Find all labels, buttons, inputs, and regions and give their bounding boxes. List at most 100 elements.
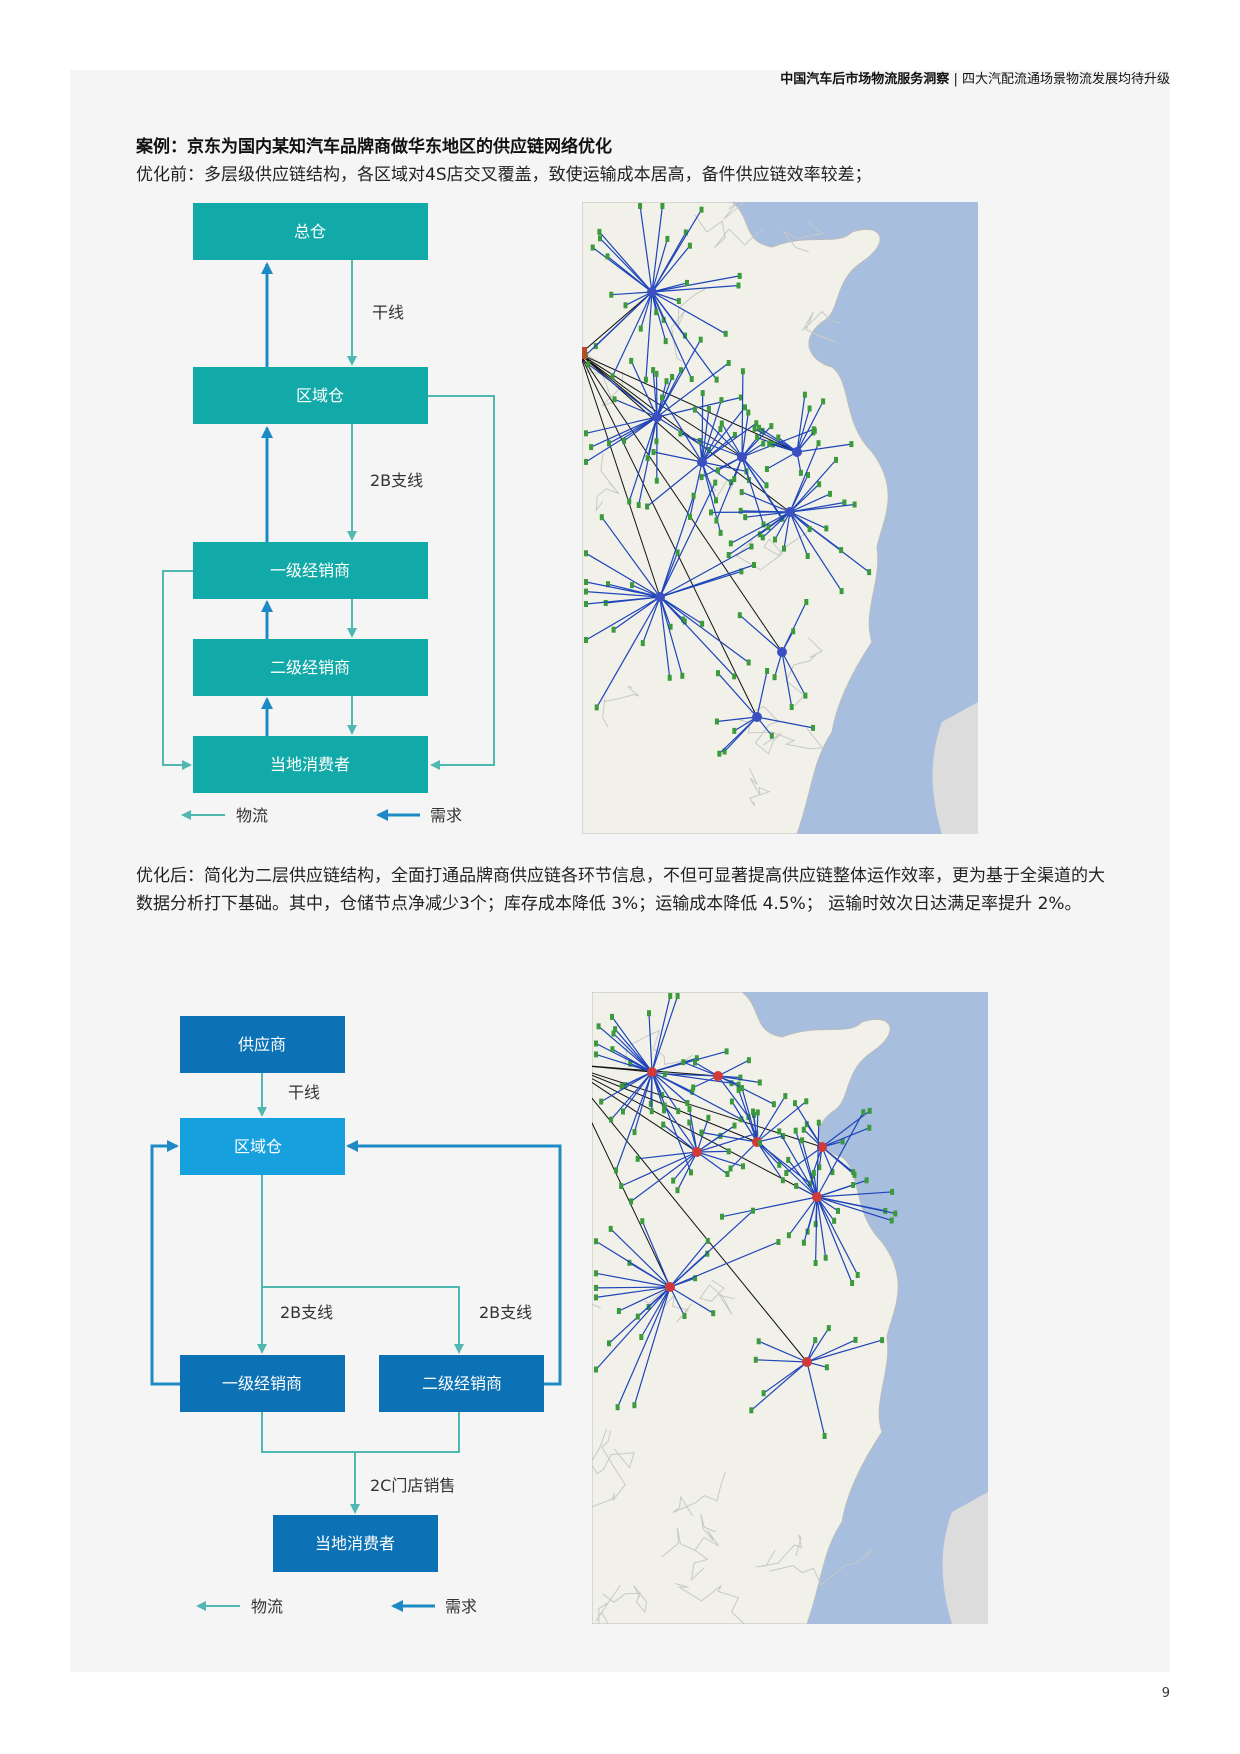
map-delivery-route [651,995,671,1073]
map-store-node [627,498,632,505]
map-store-node [616,1308,621,1314]
map-delivery-route [796,394,806,453]
map-delivery-route [664,1073,719,1077]
map-delivery-route [607,255,653,293]
map-delivery-route [651,1071,688,1104]
map-delivery-route [688,1108,698,1153]
map-store-node [594,1238,598,1245]
map-store-node [773,536,777,543]
map-store-node [623,302,628,309]
map-delivery-route [651,284,739,293]
map-delivery-route [701,1131,758,1143]
map-store-node [643,376,648,383]
map-store-node [755,434,760,441]
map-delivery-route [785,1146,823,1174]
map-store-node [732,673,737,680]
map-delivery-route [796,443,852,453]
map-delivery-route [648,1013,653,1073]
map-delivery-route [806,1339,856,1363]
arrow-demand-d2-region [346,1140,562,1386]
map-store-node [808,1180,812,1187]
map-delivery-route [806,1361,826,1437]
map-delivery-route [701,399,722,463]
map-store-node [664,378,669,385]
map-store-node [793,1100,797,1107]
map-delivery-route [789,442,820,513]
map-store-node [719,420,724,427]
map-delivery-route [821,1127,870,1148]
map-store-node [699,1129,704,1136]
map-store-node [596,1023,601,1030]
map-store-node [812,427,817,434]
section-title: 四大汽配流通场景物流发展均待升级 [961,72,1170,87]
map-factory-icon [582,347,587,359]
map-store-node [786,1156,791,1163]
map-store-node [823,1254,828,1261]
map-delivery-route [653,451,703,463]
report-title: 中国汽车后市场物流服务洞察 [780,72,950,87]
map-delivery-route [680,432,743,458]
node-supplier [180,1016,345,1073]
map-store-node [732,727,737,734]
map-delivery-route [741,412,749,458]
map-delivery-route [595,1286,671,1370]
map-delivery-route [789,511,842,551]
legend-demand-label: 需求 [430,806,462,825]
map-store-node [726,360,731,366]
map-store-node [813,1260,818,1266]
map-store-node [851,1169,856,1176]
map-delivery-route [651,291,726,335]
map-province-border [661,1527,709,1582]
map-delivery-route [816,1111,864,1198]
map-store-node [781,1133,786,1139]
map-store-node [890,1188,895,1195]
node-dealer-2 [193,639,428,696]
map-delivery-route [741,456,767,486]
map-delivery-route [787,1159,818,1198]
map-delivery-route [651,245,691,293]
map-delivery-route [669,1240,709,1288]
map-store-node [685,1100,690,1106]
map-store-node [645,455,650,462]
map-store-node [589,444,594,451]
map-delivery-route [716,716,758,723]
map-province-border [735,532,808,571]
map-store-node [654,438,659,445]
map-store-node [822,1433,827,1439]
map-store-node [648,1100,653,1107]
map-trunk-route [592,1078,818,1198]
map-store-node [753,1356,758,1363]
map-delivery-route [651,205,663,293]
map-delivery-route [610,1071,653,1120]
map-delivery-route [651,1071,692,1173]
map-delivery-route [669,1286,686,1317]
map-store-node [694,1055,699,1062]
map-delivery-route [640,291,653,329]
map-store-node [639,1334,644,1340]
map-delivery-route [696,1150,729,1153]
node-dealer-2-2-label: 二级经销商 [422,1374,502,1393]
map-store-node [687,1119,692,1126]
map-store-node [654,309,659,316]
map-province-border [694,1513,720,1551]
map-province-border [802,310,841,343]
map-delivery-route [610,1228,671,1288]
map-trunk-route [592,1065,719,1077]
node-dealer-1-2 [180,1355,345,1412]
label-2b: 2B支线 [370,471,423,490]
map-store-node [757,1079,762,1086]
node-dealer-2-label: 二级经销商 [270,658,350,677]
map-store-node [805,553,810,559]
map-delivery-route [623,416,658,442]
map-warehouse-node [655,592,665,602]
map-store-node [853,1336,858,1343]
map-delivery-route [774,511,791,540]
map-store-node [828,490,832,497]
map-delivery-route [651,209,703,293]
map-delivery-route [647,416,658,459]
map-land [582,202,889,834]
map-delivery-route [585,596,661,605]
map-store-node [691,492,696,499]
map-store-node [689,376,694,382]
